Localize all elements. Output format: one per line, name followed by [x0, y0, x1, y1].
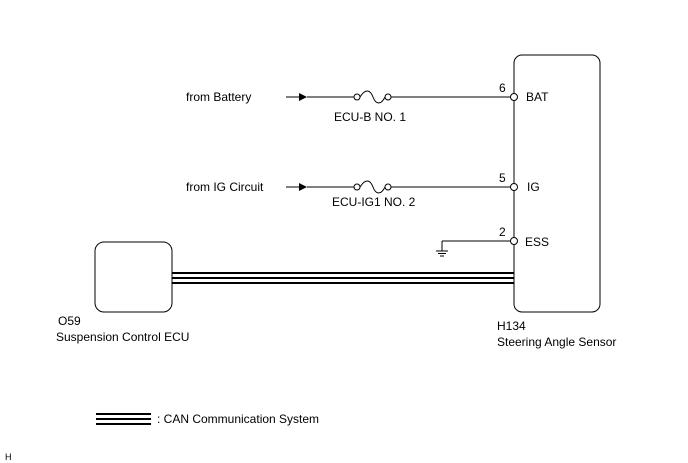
fuse-ecu-ig1-label: ECU-IG1 NO. 2 [332, 195, 416, 209]
pin-5-terminal [510, 183, 518, 191]
footer-mark: H [5, 452, 12, 462]
legend-label: : CAN Communication System [157, 412, 319, 426]
fuse-ecu-b-label: ECU-B NO. 1 [334, 110, 406, 124]
sensor-code-label: H134 [497, 319, 526, 333]
sensor-name-label: Steering Angle Sensor [497, 335, 616, 349]
pin-number-bat: 6 [499, 81, 506, 95]
ecu-code-label: O59 [58, 314, 81, 328]
pin-label-ess: ESS [525, 235, 549, 249]
can-bus-wire [172, 272, 514, 284]
battery-arrow [286, 93, 307, 101]
battery-source-label: from Battery [186, 90, 251, 104]
pin-label-bat: BAT [526, 90, 549, 104]
ground-icon [436, 250, 448, 257]
suspension-ecu-box [94, 241, 173, 313]
pin-2-terminal [510, 237, 518, 245]
ig-arrow [286, 183, 307, 191]
pin-number-ig: 5 [499, 171, 506, 185]
legend-can-line-sample [96, 413, 151, 425]
ecu-name-label: Suspension Control ECU [56, 330, 189, 344]
pin-number-ess: 2 [499, 225, 506, 239]
ess-ground-wire [441, 240, 511, 251]
pin-6-terminal [510, 93, 518, 101]
fuse-ecu-ig1-symbol [353, 180, 392, 194]
pin-label-ig: IG [527, 180, 540, 194]
fuse-ecu-b-symbol [353, 90, 392, 104]
ig-source-label: from IG Circuit [186, 180, 264, 194]
